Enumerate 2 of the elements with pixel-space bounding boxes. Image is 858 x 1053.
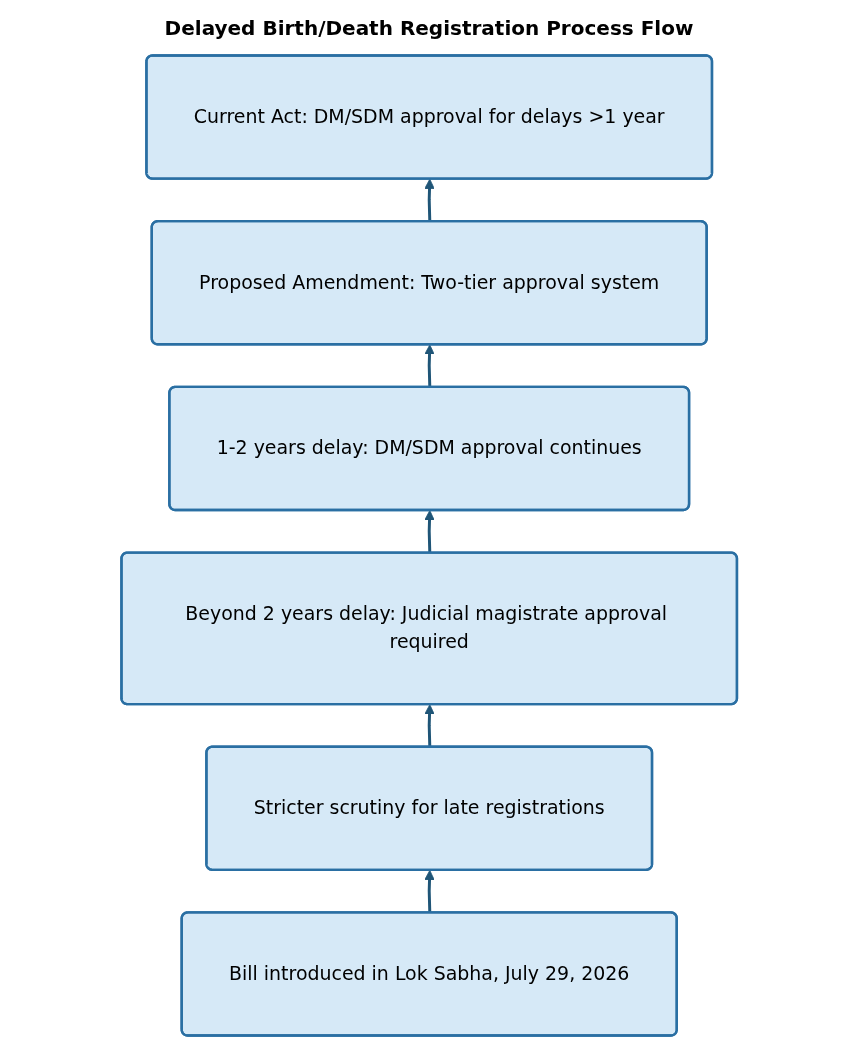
diagram-title: Delayed Birth/Death Registration Process Flow xyxy=(164,16,694,40)
arrow xyxy=(424,178,435,222)
